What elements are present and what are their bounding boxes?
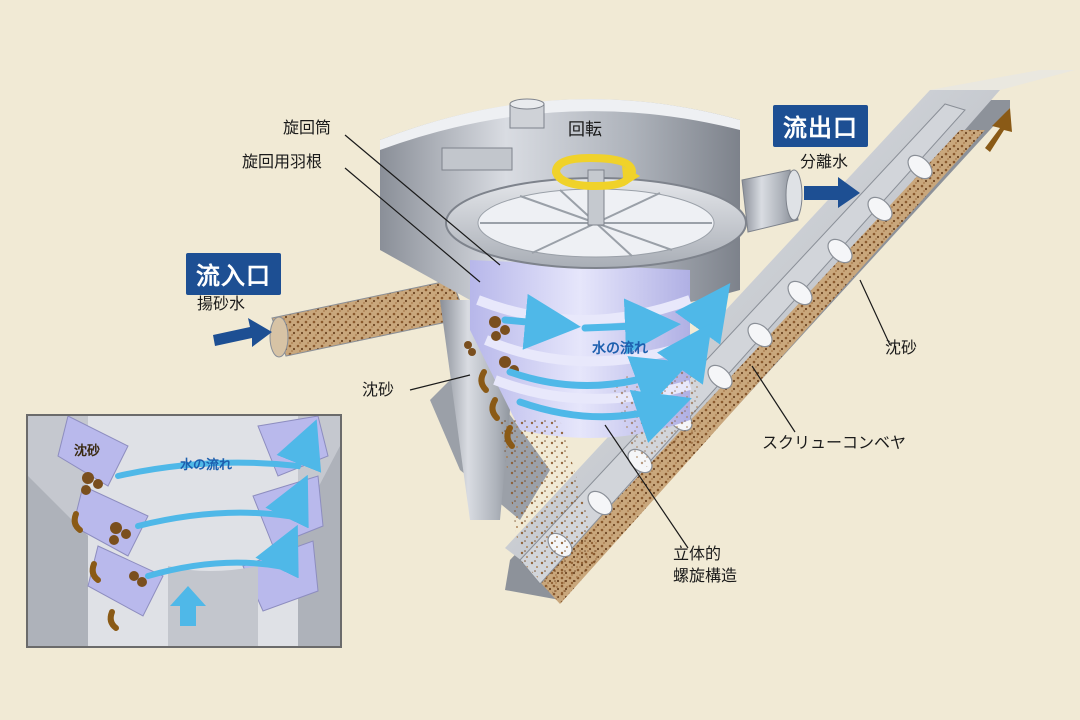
- rotation-arrow-icon: [552, 153, 640, 191]
- settled-sand-conveyor-label: 沈砂: [885, 338, 918, 357]
- inset-water-flow-label: 水の流れ: [180, 458, 233, 473]
- upward-arrow-icon: [170, 586, 206, 626]
- inset-sand-particles: [81, 472, 147, 587]
- outlet-badge: 流出口: [773, 105, 868, 147]
- spiral-detail-inset: 沈砂 水の流れ: [26, 414, 342, 648]
- inset-sand-fall-arrows: [71, 511, 119, 631]
- sand-fall-arrows: [478, 369, 515, 449]
- inset-canvas: [28, 416, 340, 646]
- swirl-drum-label: 旋回筒: [283, 118, 332, 137]
- sand-spray: [500, 420, 600, 600]
- structure-label-line1: 立体的: [673, 544, 722, 563]
- inlet-subtitle: 揚砂水: [197, 294, 246, 313]
- conveyor-up-arrow-icon: [985, 108, 1012, 152]
- rotation-label: 回転: [568, 120, 602, 140]
- inlet-arrow-icon: [213, 318, 272, 347]
- leader-lines: [344, 134, 891, 549]
- structure-label-line2: 螺旋構造: [673, 566, 738, 585]
- screw-conveyor-label: スクリューコンベヤ: [762, 433, 907, 452]
- outlet-subtitle: 分離水: [800, 152, 849, 171]
- outlet-arrow-icon: [804, 177, 860, 208]
- inset-water-arrows: [115, 419, 322, 579]
- water-flow-arrows: [501, 282, 731, 443]
- swirl-blade-label: 旋回用羽根: [242, 152, 323, 171]
- inlet-badge: 流入口: [186, 253, 281, 295]
- inlet-pipe: [269, 279, 467, 358]
- settled-sand-main-label: 沈砂: [362, 380, 395, 399]
- water-flow-main-label: 水の流れ: [592, 341, 648, 357]
- inset-sand-label: 沈砂: [74, 444, 101, 459]
- outlet-pipe: [741, 169, 803, 233]
